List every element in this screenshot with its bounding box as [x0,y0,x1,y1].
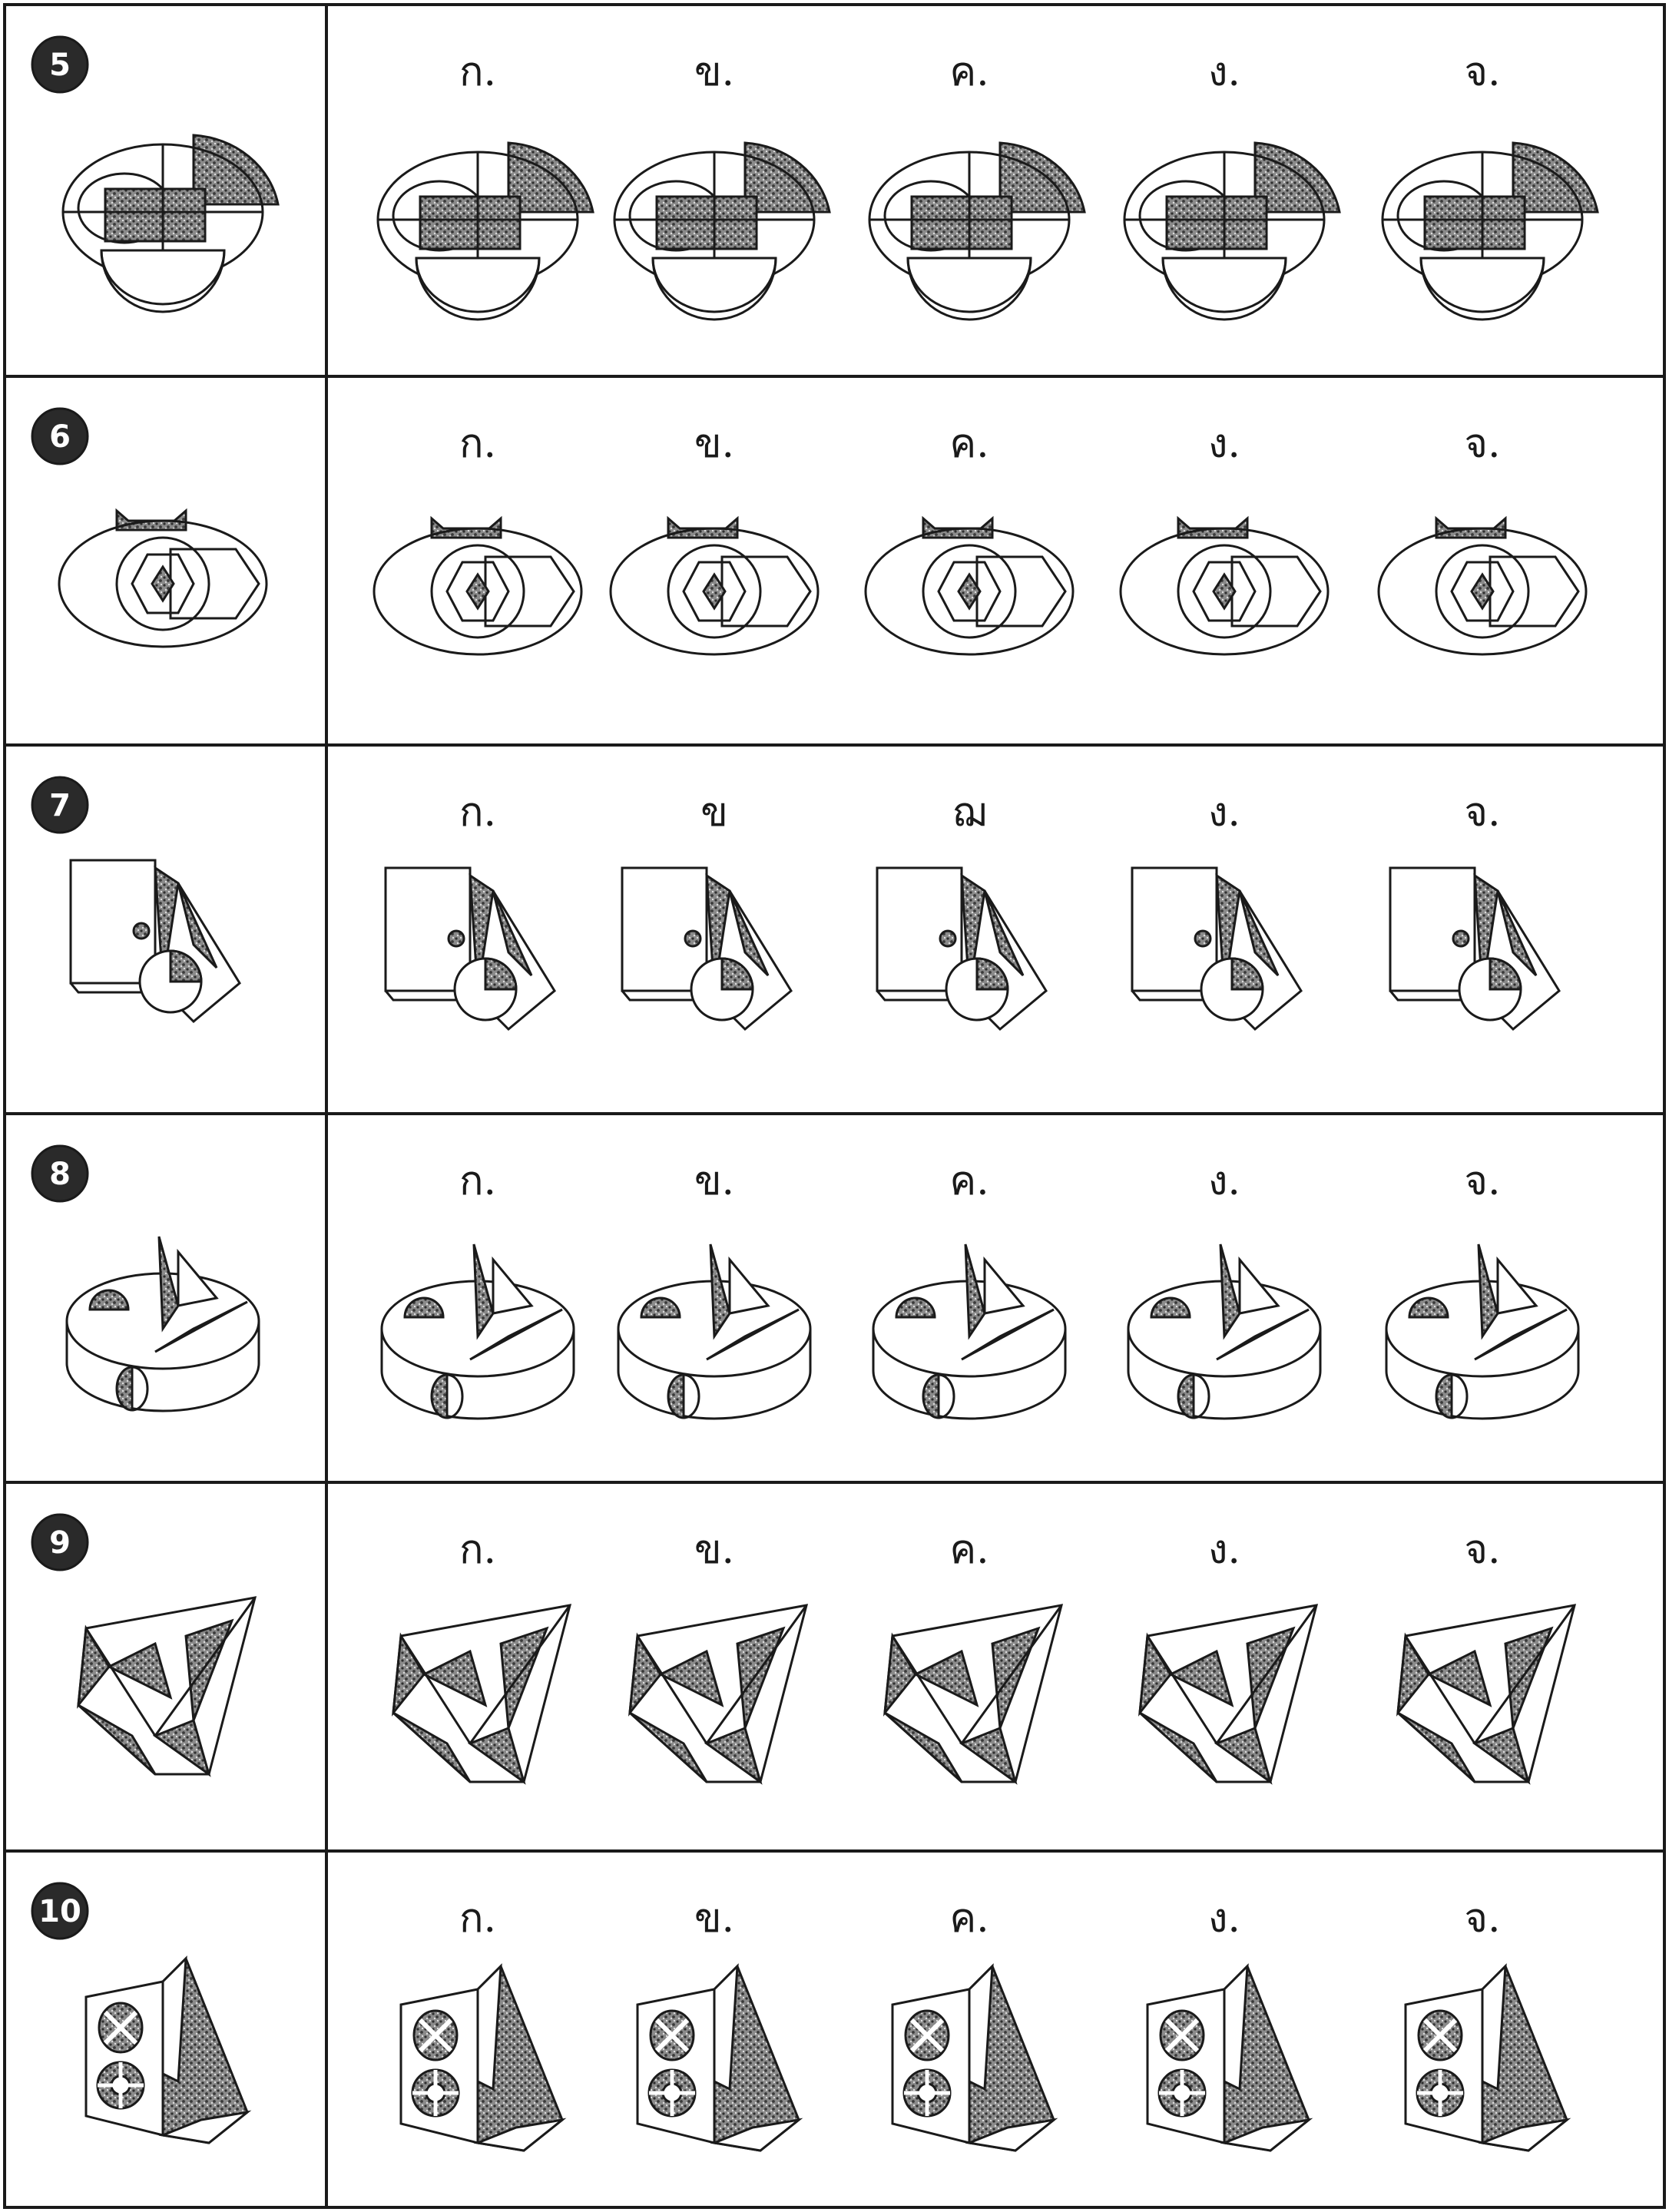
question-number-badge: 5 [32,37,88,92]
choice-label[interactable]: จ. [1465,49,1501,95]
question-number: 9 [49,1525,71,1561]
choice-figure[interactable] [1147,1966,1309,2151]
choice-label[interactable]: ก. [459,1158,496,1204]
choice-label[interactable]: ค. [949,1527,988,1573]
question-figure [59,511,267,647]
question-number-badge: 8 [32,1146,88,1201]
choice-label[interactable]: จ. [1465,1527,1501,1573]
choice-label[interactable]: ค. [949,1158,988,1204]
choice-label[interactable]: ง. [1208,421,1240,467]
question-row-8: 8 ก. ข. ค. ง. จ. [5,1114,1664,1419]
choice-figure[interactable] [1128,1244,1320,1419]
choice-label[interactable]: ข. [694,421,734,467]
choice-label[interactable]: ง. [1208,790,1240,836]
choice-label[interactable]: ข. [694,1527,734,1573]
choice-figure[interactable] [614,143,830,320]
choice-figure[interactable] [1406,1966,1567,2151]
question-figure [78,1598,255,1774]
question-figure [86,1959,247,2143]
choice-figure[interactable] [866,518,1073,654]
choice-figure[interactable] [892,1966,1054,2151]
choice-figure[interactable] [869,143,1085,320]
choice-label[interactable]: ก. [459,1896,496,1942]
choice-label[interactable]: ค. [949,49,988,95]
question-number: 7 [49,788,71,823]
choice-label[interactable]: จ. [1465,1896,1501,1942]
choice-figure[interactable] [611,518,818,654]
choice-label[interactable]: ค. [949,421,988,467]
choice-figure[interactable] [618,1244,810,1419]
question-figure [63,135,278,312]
question-number-badge: 10 [32,1883,88,1939]
choice-label[interactable]: ง. [1208,49,1240,95]
choice-label[interactable]: ก. [459,790,496,836]
choice-figure[interactable] [622,868,791,1029]
question-row-7: 7 ก. ข ฌ ง. จ. [5,745,1664,1029]
choice-figure[interactable] [378,143,593,320]
choice-figure[interactable] [885,1605,1061,1782]
choice-label[interactable]: ง. [1208,1158,1240,1204]
question-number-badge: 7 [32,777,88,833]
choice-figure[interactable] [1386,1244,1578,1419]
question-figure [71,860,240,1022]
choice-figure[interactable] [637,1966,799,2151]
choice-label[interactable]: จ. [1465,421,1501,467]
choice-figure[interactable] [386,868,555,1029]
choice-figure[interactable] [1390,868,1559,1029]
choice-label[interactable]: ก. [459,421,496,467]
choice-figure[interactable] [630,1605,806,1782]
question-number: 10 [38,1894,81,1929]
choice-label[interactable]: จ. [1465,1158,1501,1204]
choice-figure[interactable] [1124,143,1340,320]
choice-label[interactable]: ก. [459,49,496,95]
choice-figure[interactable] [1132,868,1301,1029]
choice-figure[interactable] [382,1244,574,1419]
choice-figure[interactable] [393,1605,570,1782]
choice-label[interactable]: ก. [459,1527,496,1573]
question-row-10: 10 ก. ข. ค. ง. จ. [5,1851,1664,2151]
choice-figure[interactable] [1121,518,1328,654]
choice-figure[interactable] [401,1966,562,2151]
choice-label[interactable]: ฌ [952,790,986,836]
question-number: 8 [49,1157,71,1192]
question-number: 5 [49,48,71,83]
question-figure [67,1237,259,1411]
choice-label[interactable]: จ. [1465,790,1501,836]
choice-figure[interactable] [1398,1605,1575,1782]
question-row-6: 6 ก. ข. ค. ง. จ. [5,376,1664,654]
question-number-badge: 9 [32,1515,88,1570]
question-row-5: 5 ก. ข. ค. ง. จ. [32,37,1598,320]
choice-figure[interactable] [1379,518,1586,654]
choice-figure[interactable] [1383,143,1598,320]
choice-label[interactable]: ง. [1208,1896,1240,1942]
choice-label[interactable]: ข. [694,1896,734,1942]
sheet-border [5,5,1664,2207]
question-number-badge: 6 [32,409,88,464]
choice-label[interactable]: ข. [694,1158,734,1204]
question-row-9: 9 ก. ข. ค. ง. จ. [5,1482,1664,1782]
choice-label[interactable]: ค. [949,1896,988,1942]
choice-label[interactable]: ง. [1208,1527,1240,1573]
choice-figure[interactable] [873,1244,1065,1419]
question-number: 6 [49,419,71,455]
choice-figure[interactable] [374,518,581,654]
choice-figure[interactable] [1140,1605,1316,1782]
choice-figure[interactable] [877,868,1046,1029]
choice-label[interactable]: ข [700,790,728,836]
choice-label[interactable]: ข. [694,49,734,95]
